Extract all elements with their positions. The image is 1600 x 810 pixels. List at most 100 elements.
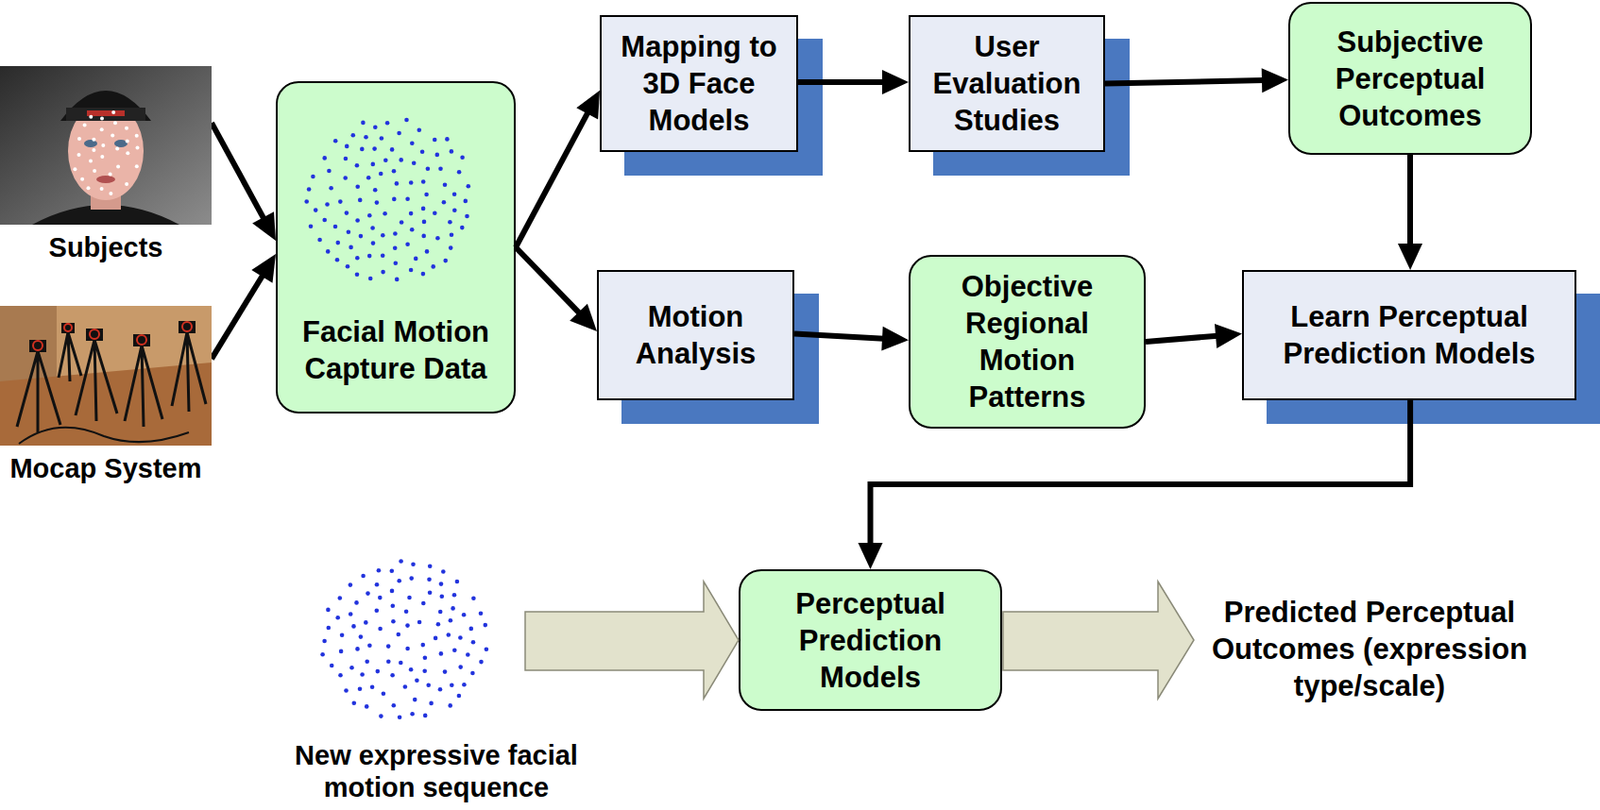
motion-capture-points [320, 559, 489, 720]
dot [372, 146, 377, 152]
dot [461, 682, 467, 688]
dot [439, 651, 444, 657]
dot [442, 183, 448, 188]
dot [410, 562, 416, 568]
dot [108, 172, 113, 177]
dot [344, 144, 350, 150]
cap-band [66, 107, 146, 121]
dot [427, 563, 433, 569]
dot [355, 255, 360, 261]
dot [304, 199, 309, 205]
dot [101, 143, 105, 148]
dot [404, 609, 409, 614]
output-caption: Predicted Perceptual Outcomes (expressio… [1204, 594, 1535, 705]
dot [438, 687, 443, 693]
dot [364, 704, 370, 710]
dot [421, 643, 426, 648]
dot [435, 153, 441, 158]
dot [320, 652, 325, 658]
dot [424, 192, 429, 198]
dot [408, 211, 414, 217]
dot [380, 270, 386, 275]
dot [92, 169, 97, 173]
arrow-head [252, 211, 276, 241]
data-box: Facial Motion Capture Data [275, 81, 516, 414]
connector-line [1105, 80, 1264, 84]
dot [325, 608, 331, 613]
dot [370, 685, 375, 691]
cap-logo [86, 110, 125, 117]
mocap-photo [0, 306, 212, 446]
dot [335, 257, 341, 263]
connector-line [211, 274, 263, 359]
box-text: Learn Perceptual Prediction Models [1253, 298, 1566, 373]
dot [442, 200, 447, 205]
dot [386, 644, 392, 649]
dot [374, 200, 380, 205]
dot [449, 683, 455, 689]
dot [390, 147, 395, 153]
dot [135, 134, 139, 138]
arrow-head [1261, 68, 1289, 93]
arrow-head [251, 254, 276, 284]
dot [336, 240, 341, 246]
dot [409, 712, 415, 717]
dot [378, 714, 384, 719]
dot [367, 643, 373, 648]
camera-rings [33, 322, 192, 351]
dot [423, 656, 428, 662]
box-text: User Evaluation Studies [919, 28, 1094, 139]
dot [440, 595, 445, 600]
dot [438, 610, 443, 615]
dot [324, 202, 330, 207]
dot [448, 245, 454, 251]
dot [432, 137, 438, 143]
dot [340, 633, 345, 639]
dot [435, 236, 441, 241]
input-caption: New expressive facial motion sequence [256, 739, 616, 804]
dot [396, 131, 402, 137]
dot [380, 233, 386, 239]
dot [478, 611, 484, 616]
marker-dots [72, 110, 139, 196]
dot [398, 559, 404, 564]
dot [345, 264, 351, 270]
dot [405, 197, 410, 203]
dot [83, 123, 87, 128]
dot [322, 218, 327, 223]
dot [344, 210, 350, 216]
dot [100, 127, 104, 132]
dot [439, 581, 444, 587]
dot [380, 254, 386, 259]
dot [374, 582, 380, 588]
dot [414, 679, 420, 684]
dot [425, 682, 431, 688]
dot [394, 181, 400, 187]
dot [396, 578, 402, 584]
dot [405, 241, 410, 247]
dot [398, 157, 404, 163]
arrow-head [569, 304, 597, 332]
cameras [29, 321, 196, 353]
dot [469, 627, 475, 632]
dot [322, 155, 327, 161]
connector-line [794, 334, 885, 340]
dot [360, 574, 366, 579]
dot [355, 218, 360, 223]
dot [354, 600, 359, 606]
dot [390, 673, 395, 679]
shirt [32, 204, 180, 225]
dot [338, 673, 343, 679]
dot [88, 159, 93, 164]
dot [382, 211, 388, 217]
process-box: Learn Perceptual Prediction Models [1242, 270, 1577, 401]
dot [326, 626, 332, 631]
dot [355, 272, 360, 278]
dot [355, 163, 360, 169]
dot [413, 256, 419, 262]
dot [308, 223, 314, 229]
eye [84, 139, 98, 148]
dot [386, 660, 392, 665]
dot [322, 639, 327, 645]
dot [425, 249, 430, 255]
